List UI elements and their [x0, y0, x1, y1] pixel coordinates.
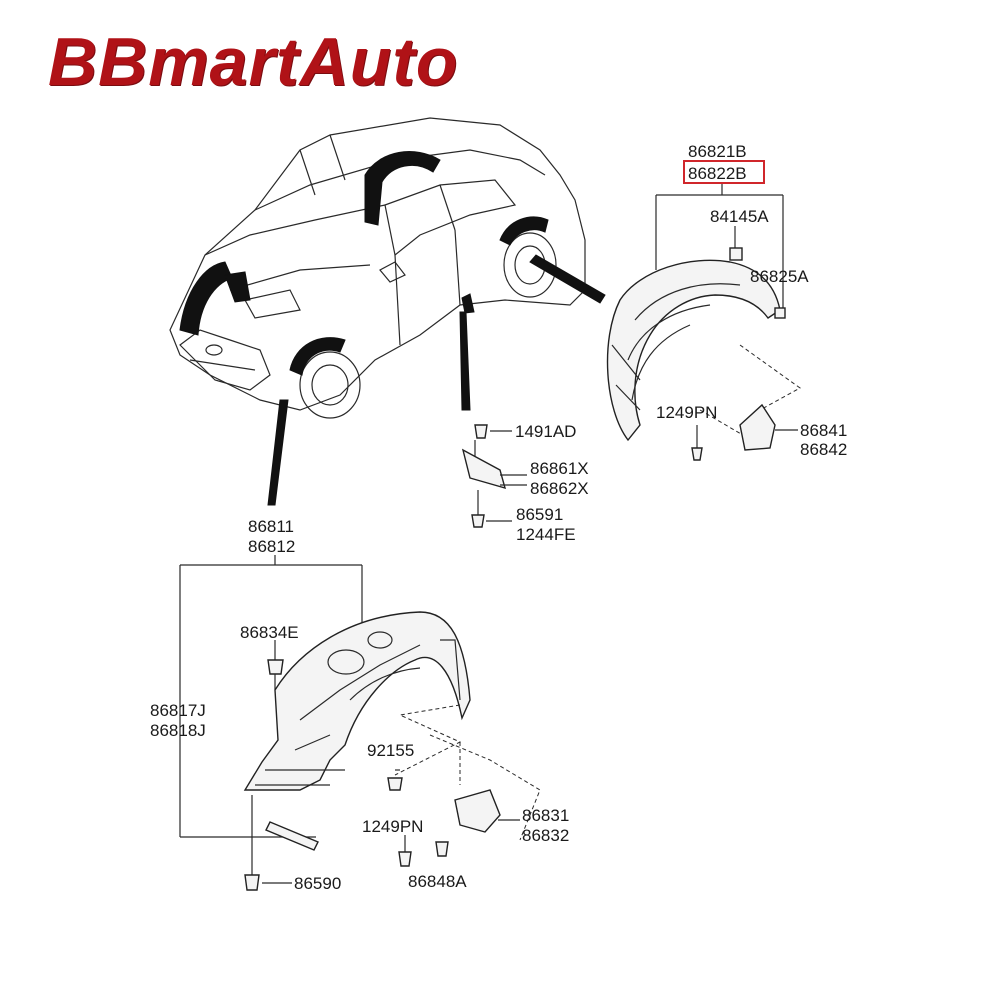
label-86590: 86590: [294, 874, 341, 893]
label-1491AD: 1491AD: [515, 422, 576, 441]
callout-labels: 86821B 86822B 84145A 86825A 1249PN 86841…: [150, 142, 847, 893]
label-86818J: 86818J: [150, 721, 206, 740]
label-86817J: 86817J: [150, 701, 206, 720]
label-1249PN-rear: 1249PN: [656, 403, 717, 422]
side-bracket-group: [461, 424, 527, 528]
label-86831: 86831: [522, 806, 569, 825]
label-86861X: 86861X: [530, 459, 589, 478]
label-86812: 86812: [248, 537, 295, 556]
label-86848A: 86848A: [408, 872, 467, 891]
label-86834E: 86834E: [240, 623, 299, 642]
car-illustration: [169, 117, 606, 506]
label-1244FE: 1244FE: [516, 525, 576, 544]
label-86825A: 86825A: [750, 267, 809, 286]
label-1249PN-front: 1249PN: [362, 817, 423, 836]
brand-logo: BBmartAuto: [48, 24, 459, 100]
label-92155: 92155: [367, 741, 414, 760]
label-86832: 86832: [522, 826, 569, 845]
part-number-highlight: [683, 160, 765, 184]
label-86811: 86811: [248, 517, 294, 536]
label-86841: 86841: [800, 421, 847, 440]
label-86842: 86842: [800, 440, 847, 459]
label-86862X: 86862X: [530, 479, 589, 498]
front-liner-group: [179, 555, 541, 891]
rear-liner-group: [606, 160, 801, 461]
label-86822B: 86822B: [688, 164, 747, 183]
label-86591: 86591: [516, 505, 563, 524]
label-86821B: 86821B: [688, 142, 747, 161]
label-84145A: 84145A: [710, 207, 769, 226]
